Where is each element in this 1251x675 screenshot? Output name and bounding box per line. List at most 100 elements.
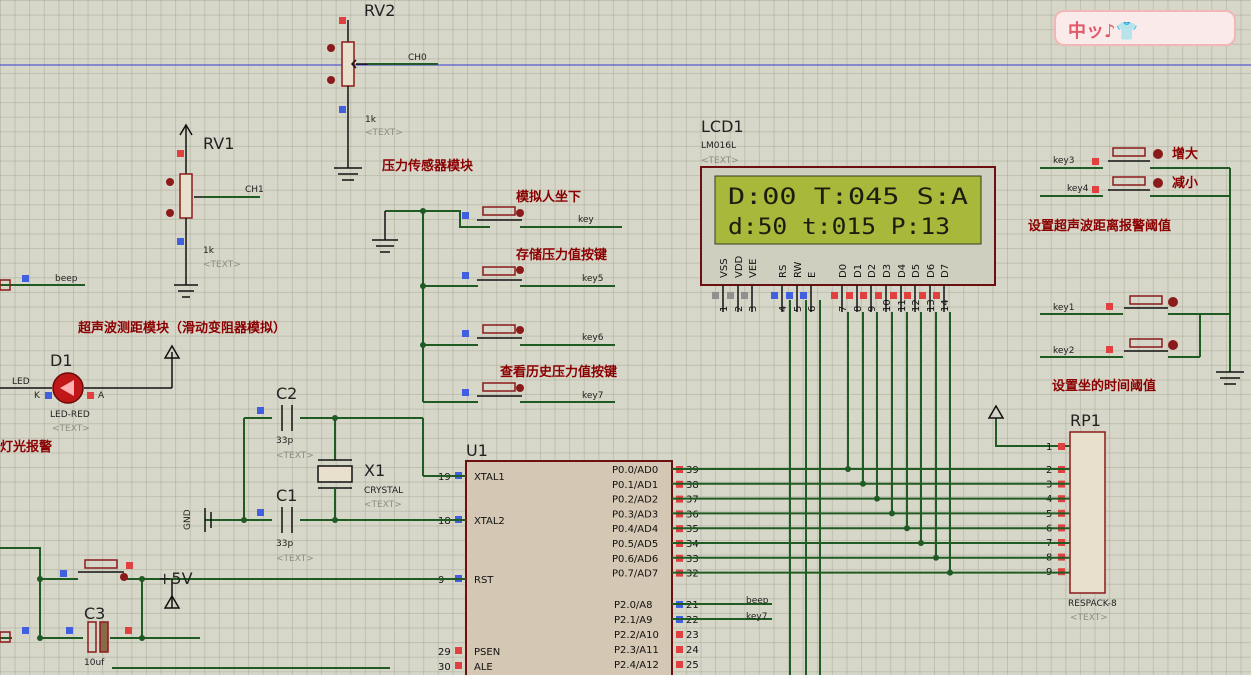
lcd-pin-name: RW [793,261,804,278]
lcd-pin-number: 14 [940,299,951,312]
lcd-pin-name: VEE [748,259,759,278]
decrease-label: 减小 [1172,175,1198,191]
sit-threshold-label: 设置坐的时间阈值 [1052,378,1156,394]
lcd-pin-row: VSS1VDD2VEE3RS4RW5E6D07D18D29D310D411D51… [712,255,951,312]
rv1-text: <TEXT> [203,260,241,270]
lcd-pin-number: 12 [911,299,922,312]
d1-k-label: K [34,391,41,401]
lcd-pin-number: 11 [897,299,908,312]
increase-label: 增大 [1172,146,1198,162]
u1-left-pin-name: XTAL2 [474,516,505,527]
u1-p2-pin-number: 21 [686,600,699,611]
u1-p0-pin-number: 39 [686,465,699,476]
bus-junction [860,480,866,487]
bus-junction [874,495,880,502]
bus-junction [904,525,910,532]
lcd-pin-name: D4 [897,264,908,278]
beep-net-label: beep [55,274,78,284]
u1-left-pin-number: 29 [438,647,451,658]
crystal-oscillator[interactable] [204,405,466,533]
u1-p2-pin-name: P2.3/A11 [614,645,659,656]
u1-p2-pin-number: 22 [686,615,699,626]
lcd-pin-marker [904,292,911,299]
bus-junction [933,554,939,561]
lcd-pin-name: D1 [853,264,864,278]
rv2-potentiometer[interactable] [327,17,438,181]
rv1-potentiometer[interactable] [166,123,260,298]
rp1-respack[interactable] [987,404,1106,594]
lcd-line-2: d:50 t:015 P:13 [728,215,950,240]
d1-a-label: A [98,391,105,401]
u1-p0-pin-name: P0.5/AD5 [612,539,658,550]
d1-led[interactable] [0,344,181,404]
key7-net-label: key7 [582,391,603,401]
u1-p0-pin-name: P0.7/AD7 [612,569,658,580]
u1-left-pin-number: 19 [438,472,451,483]
u1-left-pin-name: XTAL1 [474,472,505,483]
u1-p0-pin-name: P0.0/AD0 [612,465,658,476]
u1-left-pin-number: 9 [438,575,444,586]
rv2-text: <TEXT> [365,128,403,138]
x1-model: CRYSTAL [364,486,403,496]
x1-text: <TEXT> [364,500,402,510]
lcd-pin-marker [831,292,838,299]
u1-microcontroller[interactable] [465,460,673,675]
lcd-line-1: D:00 T:045 S:A [728,185,968,210]
lcd-text: <TEXT> [701,156,739,166]
lcd-pin-number: 8 [853,306,864,312]
u1-p0-pin-number: 32 [686,569,699,580]
c2-value: 33p [276,436,293,446]
lcd-pin-number: 7 [838,306,849,312]
led-net-label: LED [12,377,30,387]
bus-junction [889,510,895,517]
watermark-logo: 中ッ♪👕 [1054,10,1236,46]
lcd-pin-name: D7 [940,264,951,278]
u1-p0-pin-name: P0.4/AD4 [612,524,658,535]
rp1-model: RESPACK-8 [1068,599,1117,609]
u1-pin-marker [676,661,683,668]
lcd-pin-name: D6 [926,264,937,278]
u1-p0-pin-name: P0.6/AD6 [612,554,658,565]
lcd-pin-marker [800,292,807,299]
lcd-pin-marker [786,292,793,299]
key5-net-label: key5 [582,274,603,284]
store-pressure-label: 存储压力值按键 [516,247,607,263]
lcd-pin-number: 13 [926,299,937,312]
reset-circuit[interactable] [0,547,466,653]
u1-p2-pin-number: 24 [686,645,699,656]
rp1-pin-number: 2 [1046,465,1052,476]
c3-value: 10uf [84,658,105,668]
key2-net-label: key2 [1053,346,1074,356]
u1-left-pin-name: PSEN [474,647,500,658]
gnd-label: GND [183,509,193,530]
rp1-pin-number: 4 [1046,494,1052,505]
key3-net-label: key3 [1053,156,1074,166]
u1-p2-pin-name: P2.4/A12 [614,660,659,671]
c3-ref: C3 [84,604,105,623]
lcd-pin-number: 2 [734,306,745,312]
u1-left-pin-name: ALE [474,662,493,673]
u1-pin-marker [455,647,462,654]
ch0-net-label: CH0 [408,53,427,63]
rp1-pin-number: 1 [1046,442,1052,453]
u1-p2-pin-number: 25 [686,660,699,671]
lcd-pin-marker [875,292,882,299]
lcd-pin-number: 1 [719,306,730,312]
ultrasonic-module-label: 超声波测距模块（滑动变阻器模拟） [78,320,286,336]
beep-pin-marker [22,275,29,282]
lcd-pin-number: 10 [882,299,893,312]
lcd-pin-number: 5 [793,306,804,312]
lcd-pin-name: E [807,272,818,278]
rv1-value: 1k [203,246,215,256]
d1-text: <TEXT> [52,424,90,434]
u1-p2-pin-number: 23 [686,630,699,641]
lcd-pin-marker [860,292,867,299]
lcd1-display[interactable] [700,166,996,286]
key-button-group[interactable] [372,206,622,403]
key-net-label: key [578,215,594,225]
threshold-button-group[interactable] [1040,147,1244,385]
lcd-pin-number: 6 [807,306,818,312]
